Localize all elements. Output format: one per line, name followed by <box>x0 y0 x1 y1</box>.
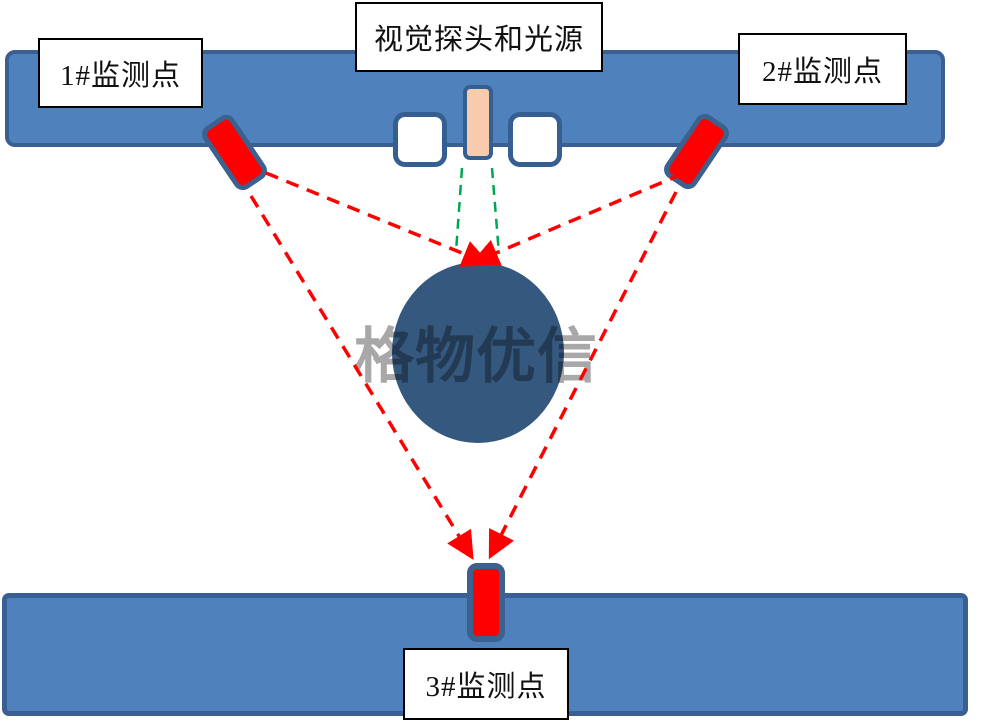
laser-sensor-3 <box>467 563 505 642</box>
monitor-point-1-label-box: 1#监测点 <box>38 38 203 108</box>
camera-right-icon <box>508 112 562 167</box>
monitor-point-2-label: 2#监测点 <box>761 56 883 88</box>
camera-left-icon <box>393 112 447 167</box>
monitor-point-3-label: 3#监测点 <box>425 671 547 703</box>
watermark-text: 格物优信 <box>354 322 598 392</box>
light-source-icon <box>463 85 493 160</box>
probe-label-box: 视觉探头和光源 <box>355 2 603 72</box>
laser-line-sensor1-to-object <box>265 171 491 268</box>
monitor-point-2-label-box: 2#监测点 <box>738 33 907 105</box>
monitor-point-1-label: 1#监测点 <box>59 60 181 92</box>
monitor-point-3-label-box: 3#监测点 <box>403 648 569 720</box>
probe-label: 视觉探头和光源 <box>373 24 584 56</box>
laser-line-sensor2-to-object <box>470 172 683 266</box>
light-beam-right <box>490 167 501 255</box>
light-beam-left <box>454 167 464 253</box>
